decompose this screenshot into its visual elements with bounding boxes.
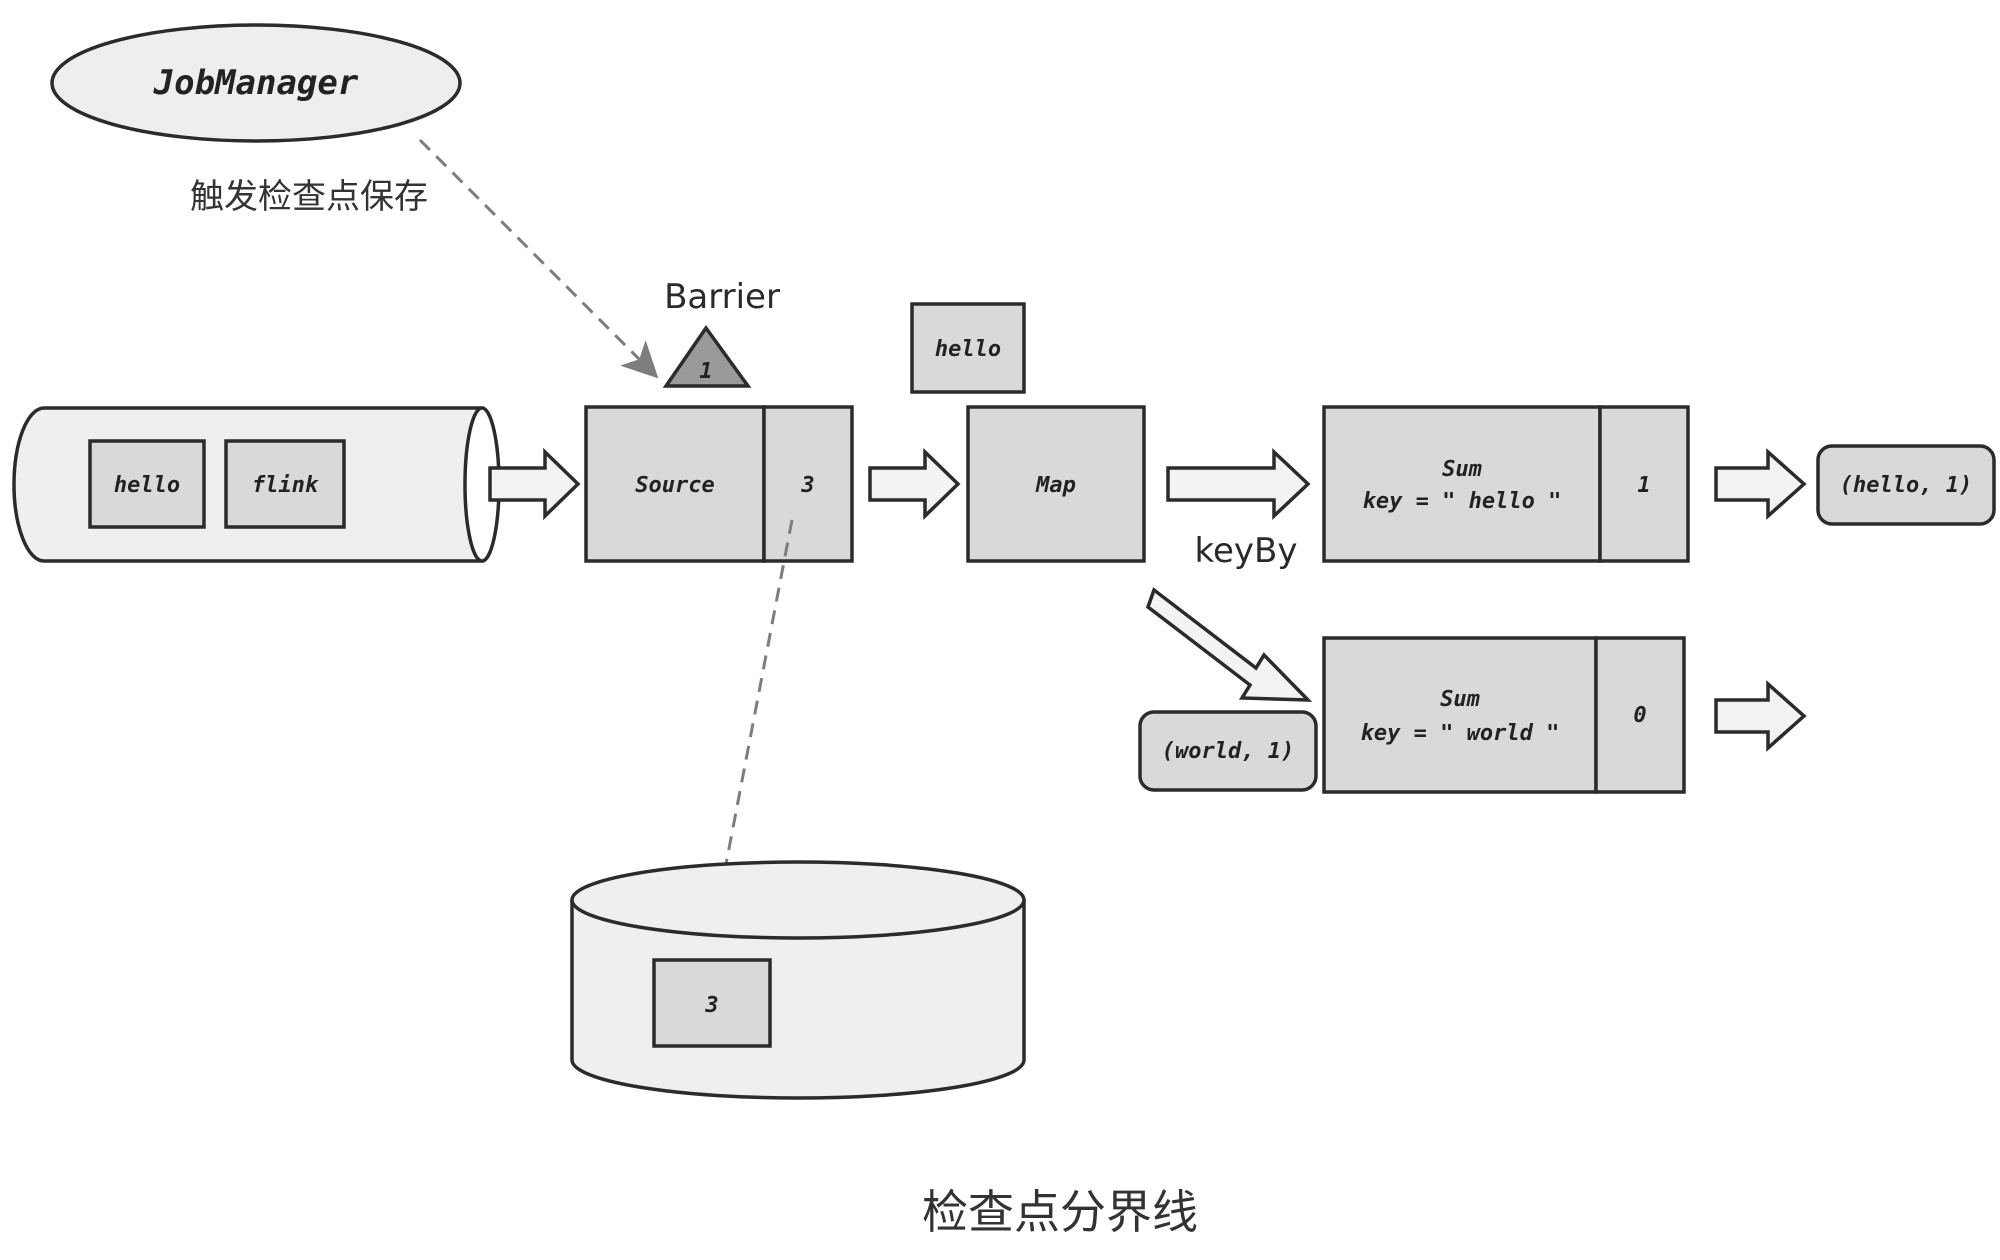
sum-world-key: key = " world " [1361,721,1560,746]
input-queue: hello flink [12,406,501,563]
barrier-label: Barrier [664,277,780,317]
job-manager-node: JobManager [50,23,462,143]
sum-hello-state: 1 [1637,473,1650,498]
source-operator: Source 3 [584,405,854,563]
keyby-arrow [1145,587,1313,702]
output-record-label: (hello, 1) [1840,473,1972,498]
sum-hello-operator: Sum key = " hello " 1 [1322,405,1690,563]
saved-offset-label: 3 [704,993,718,1018]
in-flight-record-label: hello [935,337,1001,362]
flow-arrow [1166,447,1311,521]
source-offset: 3 [800,473,814,498]
source-label: Source [635,473,714,498]
barrier-marker: 1 [662,324,752,388]
trigger-checkpoint-label: 触发检查点保存 [190,177,428,217]
job-manager-label: JobManager [153,63,359,103]
queue-record: hello [88,439,206,529]
sum-world-title: Sum [1440,687,1480,712]
output-record: (hello, 1) [1816,444,1996,526]
sum-world-state: 0 [1633,703,1646,728]
sum-world-operator: Sum key = " world " 0 [1322,636,1686,794]
barrier-id: 1 [699,359,712,384]
flow-arrow [868,447,961,521]
keyby-label: keyBy [1195,531,1298,571]
flow-arrow [1714,448,1807,520]
in-flight-record: hello [910,302,1026,394]
trigger-dashed-arrow [418,138,659,379]
queue-record-label: flink [252,473,319,498]
map-label: Map [1035,473,1076,498]
queue-record: flink [224,439,346,529]
queue-record-label: hello [114,473,180,498]
checkpoint-storage: 3 [570,860,1026,1100]
incoming-record: (world, 1) [1138,710,1318,792]
flow-arrow [1714,680,1807,752]
flow-arrow [488,447,581,521]
map-operator: Map [966,405,1146,563]
figure-caption: 检查点分界线 [922,1185,1198,1239]
sum-hello-key: key = " hello " [1363,489,1562,514]
incoming-record-label: (world, 1) [1162,739,1294,764]
saved-offset-record: 3 [652,958,772,1048]
sum-hello-title: Sum [1442,457,1482,482]
